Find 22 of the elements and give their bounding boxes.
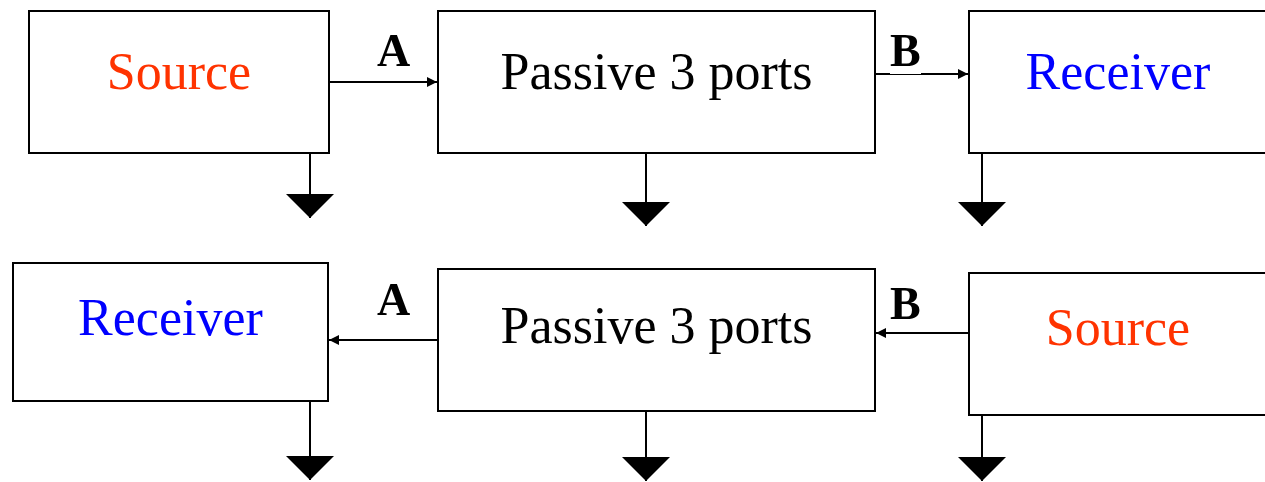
arrow [875, 69, 969, 79]
ground-arrow [622, 411, 670, 482]
process-box [968, 10, 1265, 154]
ground-arrow [958, 415, 1006, 482]
arrow [328, 335, 438, 345]
box-label: Receiver [77, 292, 264, 344]
ground-arrow [286, 401, 334, 481]
box-label: Passive 3 ports [499, 300, 814, 352]
ground-arrow [958, 153, 1006, 227]
box-label: Receiver [1024, 46, 1212, 98]
process-box [968, 272, 1265, 416]
ground-arrow [286, 153, 334, 219]
box-label: Source [1044, 302, 1192, 354]
ground-arrow [622, 153, 670, 227]
box-label: Passive 3 ports [499, 46, 814, 98]
process-box [437, 10, 876, 154]
arrow [329, 77, 438, 87]
process-box [28, 10, 330, 154]
process-box [12, 262, 329, 402]
process-box [437, 268, 876, 412]
box-label: Source [105, 46, 253, 98]
arrow [875, 328, 969, 338]
